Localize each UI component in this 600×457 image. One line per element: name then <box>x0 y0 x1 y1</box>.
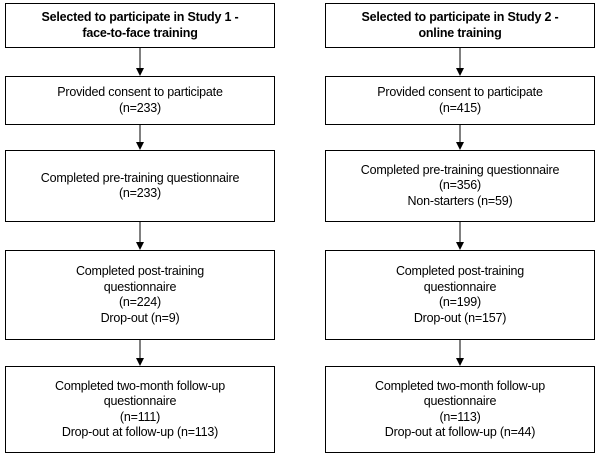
study2-followup-dropout: Drop-out at follow-up (n=44) <box>384 425 536 439</box>
study1-header-line-2: face-to-face training <box>82 25 198 40</box>
study1-pre-training-box: Completed pre-training questionnaire (n=… <box>5 150 275 222</box>
study1-header-line-1: Selected to participate in Study 1 - <box>41 10 239 24</box>
study1-consent-label: Provided consent to participate <box>57 85 223 99</box>
study1-header-box: Selected to participate in Study 1 - fac… <box>5 3 275 48</box>
study2-post-training-count: (n=199) <box>438 295 482 309</box>
study1-followup-label-2: questionnaire <box>103 394 177 408</box>
study2-pre-training-label: Completed pre-training questionnaire <box>360 162 560 177</box>
study2-post-training-dropout: Drop-out (n=157) <box>413 310 507 325</box>
study2-pre-training-nonstarters: Non-starters (n=59) <box>407 193 513 208</box>
study1-consent-box: Provided consent to participate (n=233) <box>5 76 275 125</box>
study2-post-training-label: Completed post-training <box>395 264 525 278</box>
study1-followup-box: Completed two-month follow-up questionna… <box>5 366 275 453</box>
study1-pre-training-label: Completed pre-training questionnaire <box>40 170 240 185</box>
study1-post-training-label: Completed post-training <box>75 264 205 278</box>
study2-header-line-2: online training <box>418 25 502 40</box>
study2-pre-training-count: (n=356) <box>438 178 482 193</box>
study1-pre-training-count: (n=233) <box>118 186 162 200</box>
study2-pre-training-box: Completed pre-training questionnaire (n=… <box>325 150 595 222</box>
study1-post-training-dropout: Drop-out (n=9) <box>100 310 180 325</box>
study1-consent-count: (n=233) <box>118 100 162 115</box>
study1-followup-label: Completed two-month follow-up <box>55 378 225 393</box>
study2-consent-label: Provided consent to participate <box>377 85 543 99</box>
study2-post-training-box: Completed post-training questionnaire (n… <box>325 250 595 340</box>
study2-followup-box: Completed two-month follow-up questionna… <box>325 366 595 453</box>
study1-followup-count: (n=111) <box>119 409 161 424</box>
study2-header-box: Selected to participate in Study 2 - onl… <box>325 3 595 48</box>
study1-post-training-box: Completed post-training questionnaire (n… <box>5 250 275 340</box>
study2-followup-label: Completed two-month follow-up <box>375 378 545 393</box>
study2-followup-label-2: questionnaire <box>423 394 497 408</box>
study1-post-training-label-2: questionnaire <box>103 279 177 294</box>
study2-post-training-label-2: questionnaire <box>423 279 497 294</box>
study1-followup-dropout: Drop-out at follow-up (n=113) <box>61 425 219 439</box>
study2-consent-count: (n=415) <box>438 100 482 115</box>
study2-consent-box: Provided consent to participate (n=415) <box>325 76 595 125</box>
study2-followup-count: (n=113) <box>439 409 481 424</box>
study1-post-training-count: (n=224) <box>118 295 162 309</box>
study2-header-line-1: Selected to participate in Study 2 - <box>361 10 559 24</box>
